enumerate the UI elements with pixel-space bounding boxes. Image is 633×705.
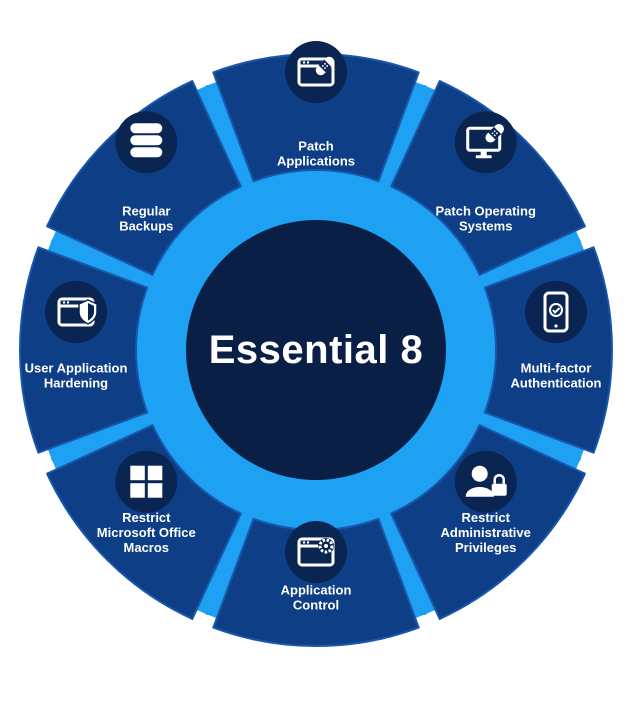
segment-petal-restrict-administrative-privileges bbox=[390, 424, 586, 620]
segment-separators bbox=[50, 84, 582, 616]
segment-label-line: Administrative bbox=[441, 525, 531, 540]
segment-label-line: Backups bbox=[119, 219, 173, 234]
segment-separator bbox=[50, 399, 192, 463]
segment-separator bbox=[365, 84, 429, 226]
window-bandage-icon bbox=[297, 56, 335, 87]
segment-petal-patch-applications bbox=[212, 53, 420, 183]
segment-label-line: Hardening bbox=[44, 376, 108, 391]
user-lock-icon bbox=[465, 465, 507, 497]
segment-label-line: Privileges bbox=[455, 540, 516, 555]
segment-label-line: Macros bbox=[124, 540, 170, 555]
phone-check-icon bbox=[543, 291, 569, 333]
segment-label-line: Systems bbox=[459, 219, 512, 234]
segment-separator bbox=[203, 474, 267, 616]
icon-badge bbox=[115, 111, 178, 174]
segment-label-line: Restrict bbox=[461, 510, 510, 525]
segment-label-line: Patch Operating bbox=[435, 204, 535, 219]
segment-label-line: Control bbox=[293, 598, 339, 613]
icon-badge bbox=[45, 281, 107, 343]
segment-separator bbox=[365, 474, 429, 616]
segment-label-line: Authentication bbox=[511, 376, 602, 391]
windows-logo-icon bbox=[130, 465, 163, 498]
segment-separator bbox=[440, 237, 582, 301]
segment-separator bbox=[50, 237, 192, 301]
segment-separator bbox=[203, 84, 267, 226]
segment-label-line: Application bbox=[281, 583, 352, 598]
window-gear-icon bbox=[297, 537, 335, 567]
segment-label-line: Regular bbox=[122, 204, 170, 219]
segment-label-line: Microsoft Office bbox=[97, 525, 196, 540]
segment-petal-restrict-microsoft-office-macros bbox=[46, 424, 242, 620]
icon-badge bbox=[115, 450, 178, 513]
icon-badge-circle bbox=[45, 281, 107, 343]
icon-badge bbox=[525, 281, 587, 343]
database-icon bbox=[130, 123, 163, 158]
icon-badge-circle bbox=[454, 450, 517, 513]
segment-label-line: User Application bbox=[25, 361, 128, 376]
icon-badge-circle bbox=[115, 450, 178, 513]
segment-label-line: Applications bbox=[277, 154, 355, 169]
center-title: Essential 8 bbox=[209, 328, 424, 372]
segment-label-line: Multi-factor bbox=[521, 361, 592, 376]
center-circle bbox=[186, 220, 446, 480]
segment-petal-regular-backups bbox=[46, 80, 242, 276]
segment-petal-patch-operating-systems bbox=[390, 80, 586, 276]
icon-badge-circle bbox=[285, 521, 347, 583]
icon-badge bbox=[454, 111, 517, 174]
icon-badge bbox=[285, 41, 347, 103]
icon-badge bbox=[285, 521, 347, 583]
monitor-bandage-icon bbox=[466, 124, 504, 159]
icon-badge-circle bbox=[285, 41, 347, 103]
segment-label-line: Patch bbox=[298, 139, 333, 154]
segment-label-line: Restrict bbox=[122, 510, 171, 525]
segment-separator bbox=[440, 399, 582, 463]
icon-badge-circle bbox=[454, 111, 517, 174]
icon-badge bbox=[454, 450, 517, 513]
window-shield-icon bbox=[57, 297, 98, 327]
